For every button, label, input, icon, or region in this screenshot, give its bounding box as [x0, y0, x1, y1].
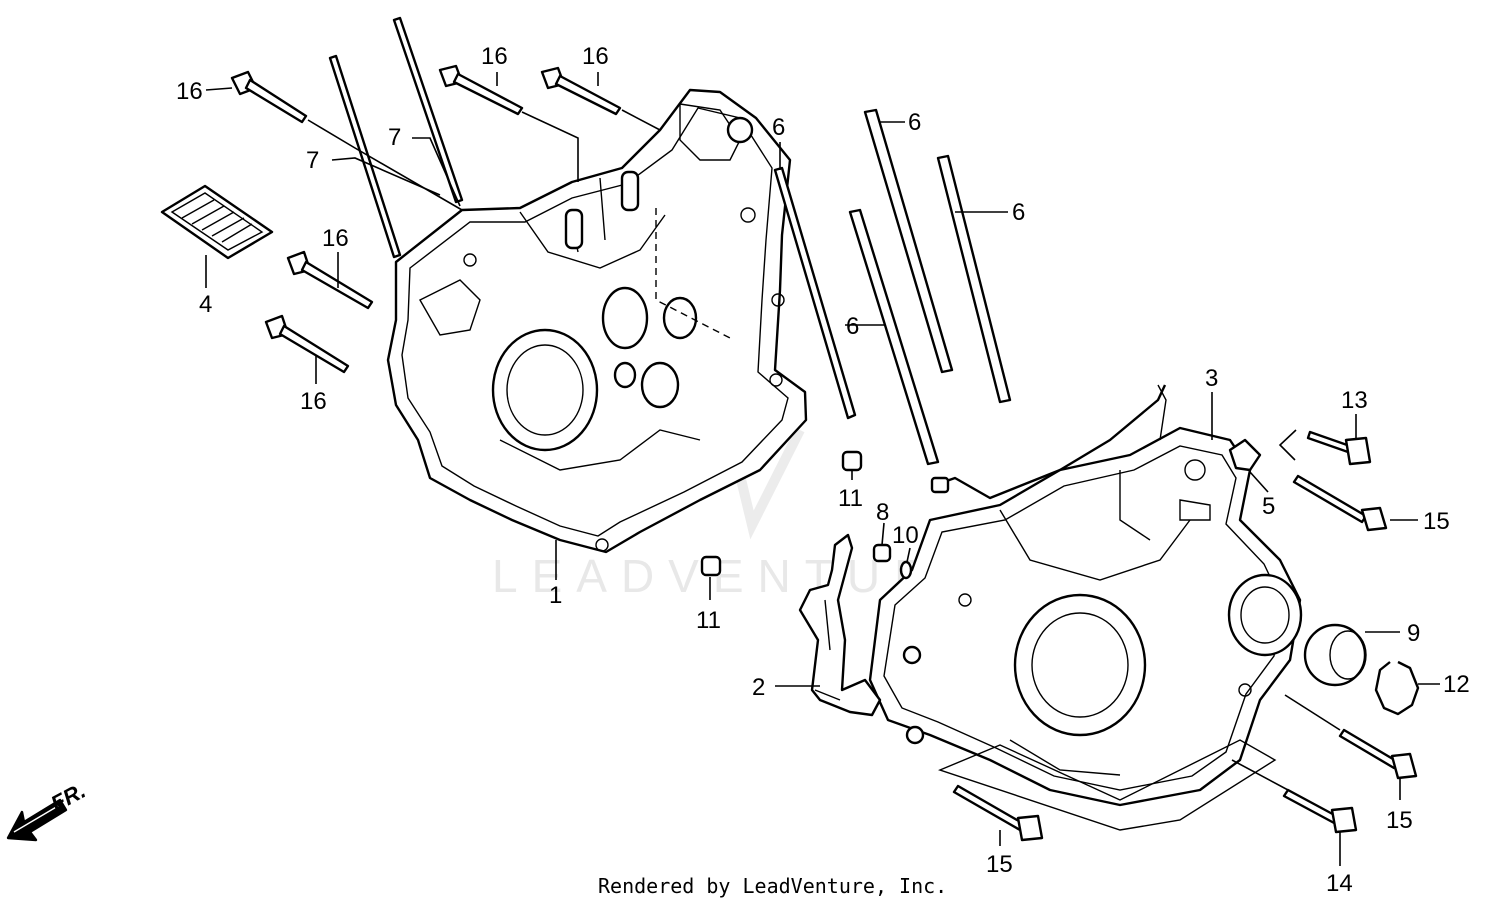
- bearing: [1303, 623, 1367, 687]
- studs: [328, 16, 1012, 466]
- callout-8: 8: [876, 499, 889, 526]
- callout-7: 7: [306, 147, 319, 174]
- callout-6: 6: [1012, 199, 1025, 226]
- callout-9: 9: [1407, 620, 1420, 647]
- callout-12: 12: [1443, 671, 1470, 698]
- callout-16: 16: [300, 388, 327, 415]
- callout-4: 4: [199, 291, 212, 318]
- callout-13: 13: [1341, 387, 1368, 414]
- callout-16: 16: [176, 78, 203, 105]
- callout-16: 16: [582, 43, 609, 70]
- callout-6: 6: [772, 114, 785, 141]
- leader-lines: [205, 72, 1440, 866]
- callout-11: 11: [838, 485, 863, 512]
- callout-7: 7: [388, 124, 401, 151]
- callout-1: 1: [549, 582, 562, 609]
- bolts: [230, 64, 1418, 842]
- callout-6: 6: [908, 109, 921, 136]
- callout-10: 10: [892, 522, 919, 549]
- callout-6: 6: [846, 313, 859, 340]
- oil-strainer: [160, 184, 274, 260]
- callout-5: 5: [1262, 493, 1275, 520]
- callout-16: 16: [481, 43, 508, 70]
- callout-15: 15: [986, 851, 1013, 878]
- callout-16: 16: [322, 225, 349, 252]
- callout-11: 11: [696, 607, 721, 634]
- callout-15: 15: [1423, 508, 1450, 535]
- callout-2: 2: [752, 674, 765, 701]
- callout-labels: 16 16 16 16 16 7 7 6 6 6 6 4 1 11 11 8 1…: [176, 43, 1470, 897]
- callout-14: 14: [1326, 870, 1353, 897]
- front-direction-indicator: FR.: [6, 778, 90, 842]
- right-crankcase: [868, 426, 1303, 831]
- callout-15: 15: [1386, 807, 1413, 834]
- callout-3: 3: [1205, 365, 1218, 392]
- left-crankcase: [386, 88, 808, 554]
- render-credit: Rendered by LeadVenture, Inc.: [598, 874, 947, 898]
